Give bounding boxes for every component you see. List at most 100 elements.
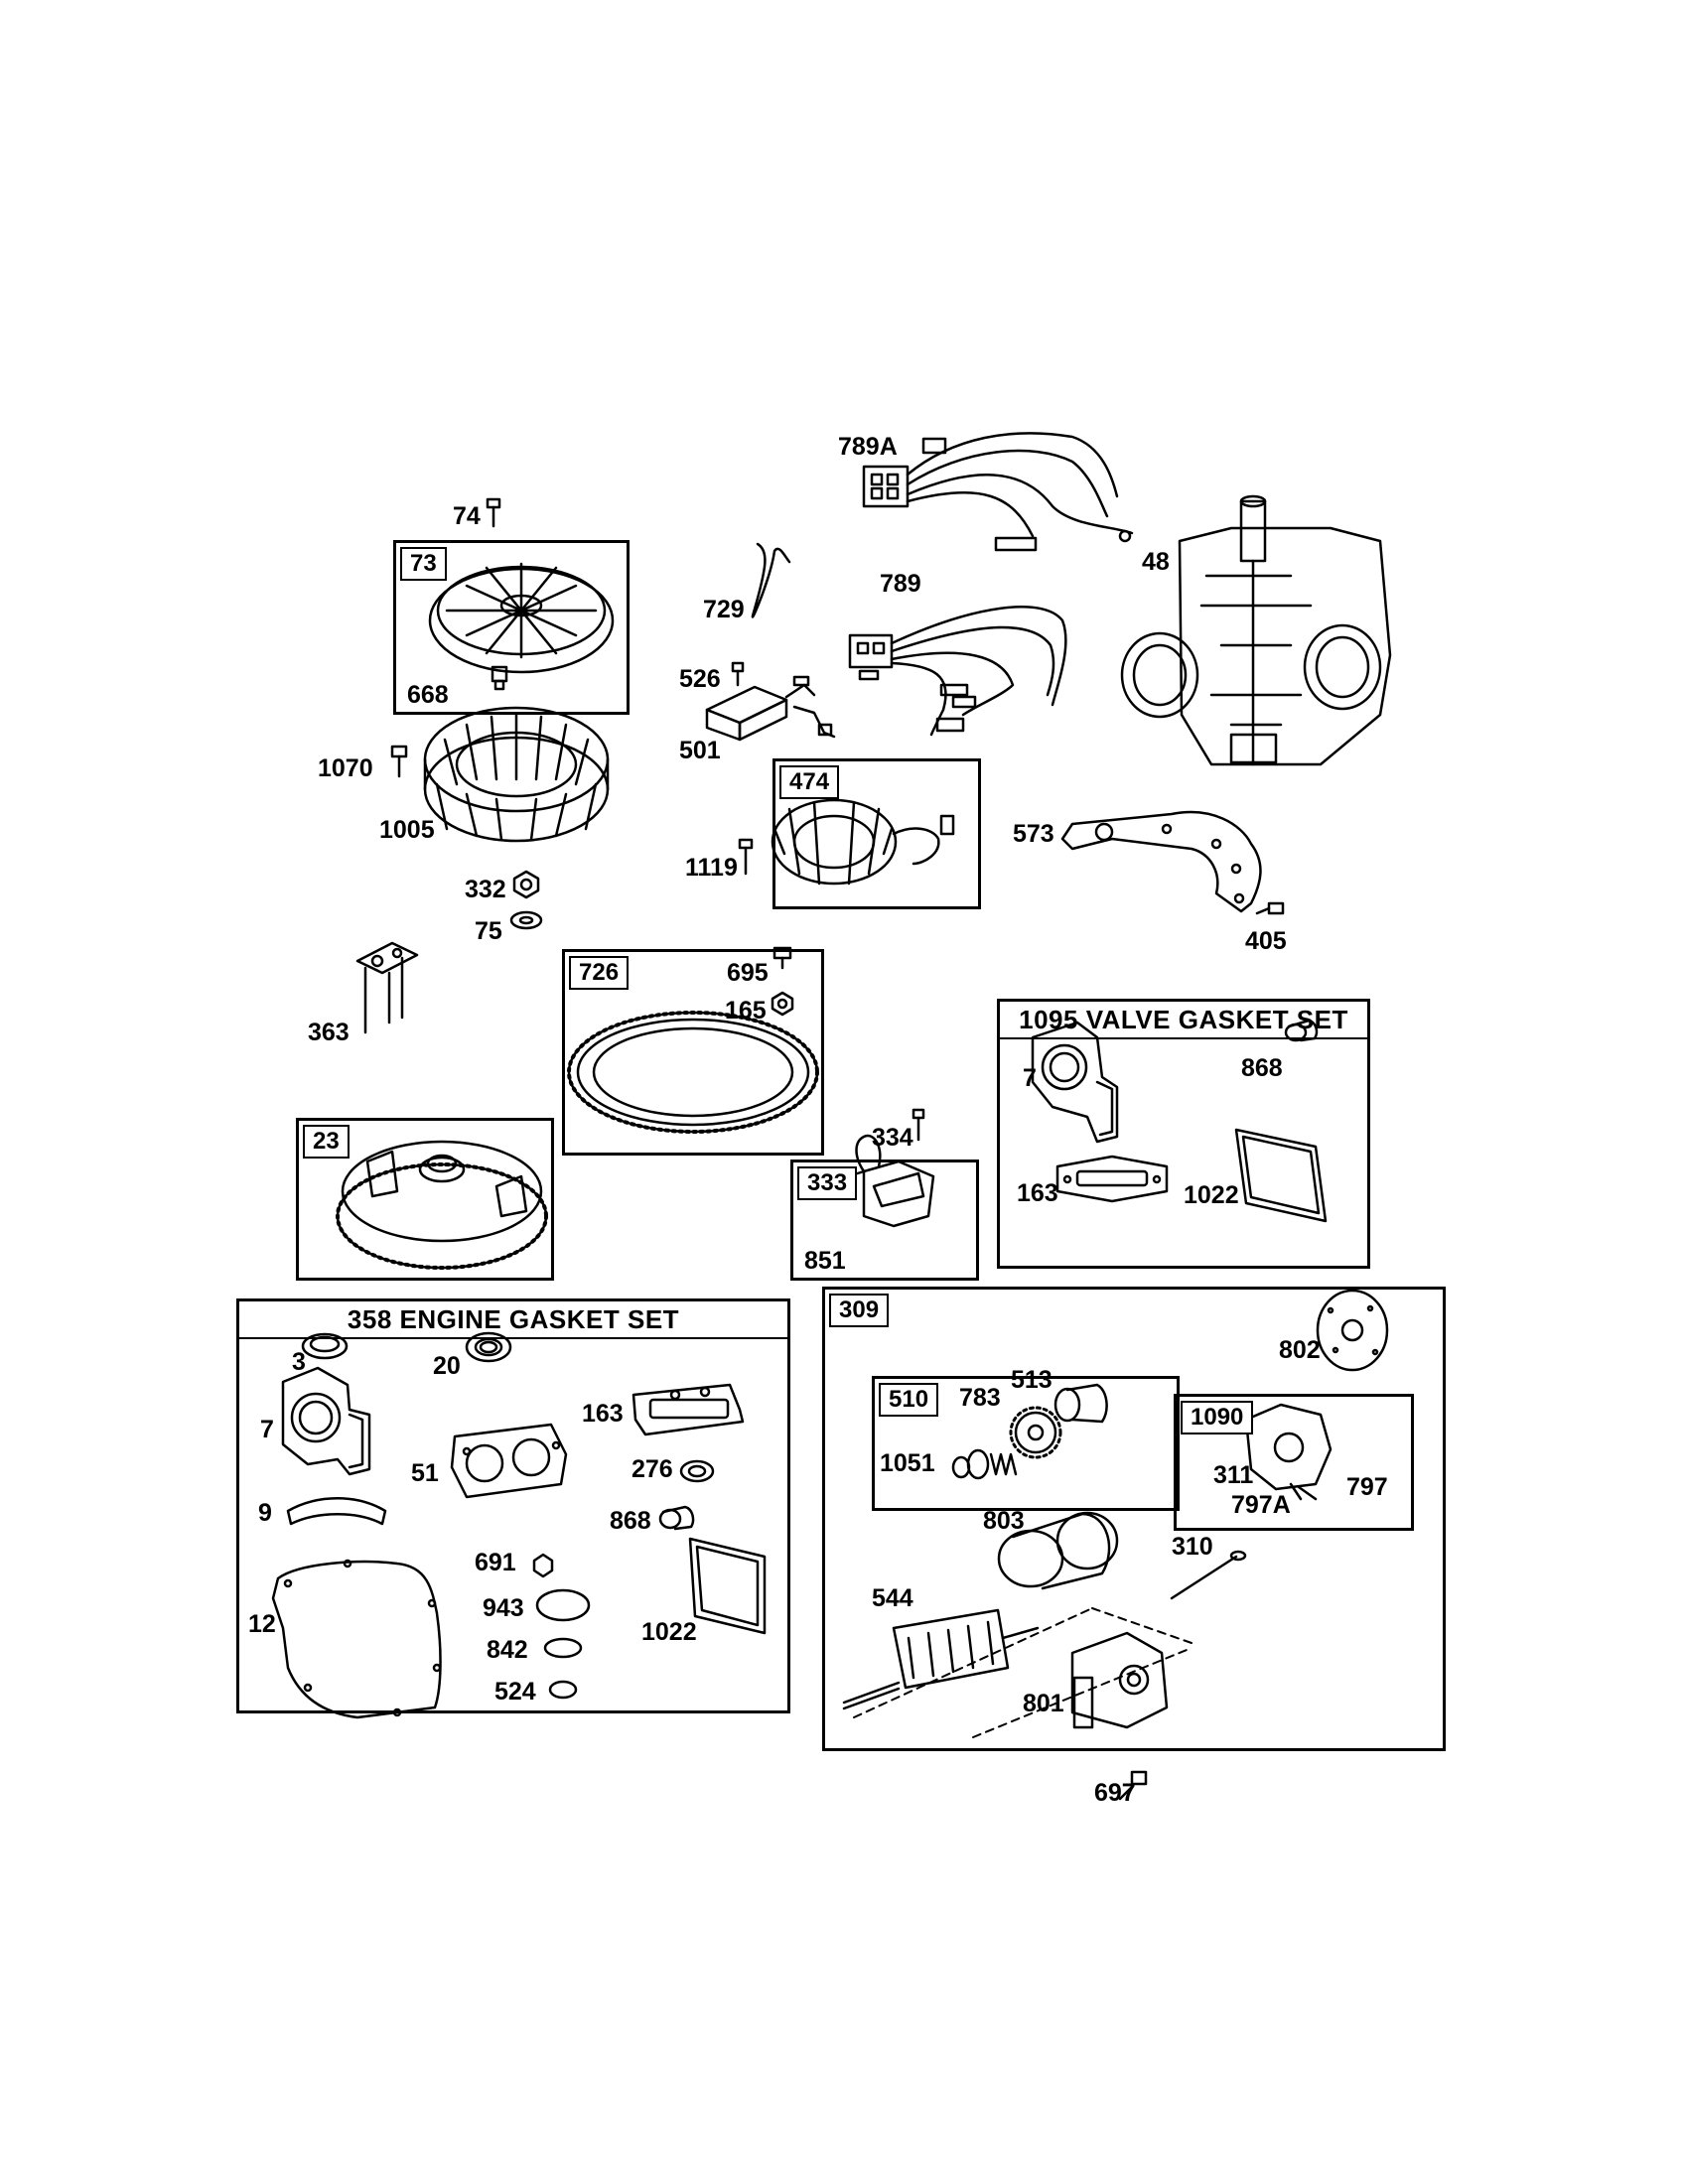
gasket-1022-engine-icon xyxy=(688,1537,767,1635)
screw-74-icon xyxy=(486,497,501,528)
callout-starter-802: 802 xyxy=(1279,1336,1321,1364)
screw-526-icon xyxy=(731,661,745,687)
washer-276-icon xyxy=(679,1459,715,1483)
callout-1119: 1119 xyxy=(685,854,738,882)
box-1090: 1090 xyxy=(1174,1394,1414,1531)
oring-524-icon xyxy=(548,1680,578,1700)
callout-851: 851 xyxy=(804,1247,846,1275)
callout-starter-1051: 1051 xyxy=(880,1449,935,1477)
callout-165: 165 xyxy=(725,997,767,1024)
end-cap-801-icon xyxy=(1070,1631,1169,1729)
pinion-513-icon xyxy=(1053,1383,1108,1424)
gasket-12-icon xyxy=(271,1559,442,1719)
box-358-title: 358 ENGINE GASKET SET xyxy=(239,1301,787,1339)
callout-starter-310: 310 xyxy=(1172,1533,1213,1561)
box-510: 510 xyxy=(872,1376,1180,1511)
callout-74: 74 xyxy=(453,502,481,530)
seal-20-icon xyxy=(465,1331,512,1363)
fan-1005-icon xyxy=(423,706,610,843)
screw-334-icon xyxy=(912,1108,925,1142)
gasket-1022-valve-icon xyxy=(1234,1128,1328,1223)
callout-valve-868: 868 xyxy=(1241,1054,1283,1082)
bracket-363-icon xyxy=(355,941,419,1034)
callout-1005: 1005 xyxy=(379,816,435,844)
engine-block-48-icon xyxy=(1120,494,1392,766)
callout-gasket-20: 20 xyxy=(433,1352,461,1380)
gasket-9-icon xyxy=(286,1497,387,1526)
screw-405-icon xyxy=(1255,901,1285,915)
callout-729: 729 xyxy=(703,596,745,623)
callout-332: 332 xyxy=(465,876,506,903)
cover-802-icon xyxy=(1316,1289,1389,1372)
box-474: 474 xyxy=(772,758,981,909)
callout-gasket-51: 51 xyxy=(411,1459,439,1487)
frame-803-icon xyxy=(997,1511,1119,1590)
clip-729-icon xyxy=(751,542,791,618)
box-23-tag: 23 xyxy=(303,1125,350,1159)
callout-75: 75 xyxy=(475,917,502,945)
bracket-573-icon xyxy=(1060,810,1262,913)
callout-gasket-868: 868 xyxy=(610,1507,651,1535)
callout-gasket-9: 9 xyxy=(258,1499,272,1527)
callout-starter-544: 544 xyxy=(872,1584,913,1612)
bolt-310-icon xyxy=(1170,1550,1247,1600)
box-726: 726 xyxy=(562,949,824,1156)
callout-gasket-842: 842 xyxy=(487,1636,528,1664)
callout-363: 363 xyxy=(308,1019,350,1046)
box-23: 23 xyxy=(296,1118,554,1281)
callout-gasket-12: 12 xyxy=(248,1610,276,1638)
box-1095-valve-gasket-set: 1095 VALVE GASKET SET xyxy=(997,999,1370,1269)
box-726-tag: 726 xyxy=(569,956,630,990)
bolt-1070-icon xyxy=(390,745,408,778)
callout-405: 405 xyxy=(1245,927,1287,955)
callout-gasket-691: 691 xyxy=(475,1549,516,1576)
callout-gasket-3: 3 xyxy=(292,1348,306,1376)
callout-gasket-7: 7 xyxy=(260,1416,274,1443)
callout-789A: 789A xyxy=(838,433,898,461)
brush-holder-1090-icon xyxy=(1244,1403,1333,1501)
callout-starter-803: 803 xyxy=(983,1507,1025,1535)
gasket-7-engine-icon xyxy=(281,1366,371,1476)
armature-544-icon xyxy=(842,1608,1040,1710)
nut-332-icon xyxy=(512,870,540,899)
callout-697: 697 xyxy=(1094,1779,1136,1807)
screw-695-icon xyxy=(772,946,792,970)
nut-691-icon xyxy=(532,1553,554,1578)
callout-starter-797A: 797A xyxy=(1231,1491,1291,1519)
callout-334: 334 xyxy=(872,1124,913,1152)
oring-842-icon xyxy=(543,1637,583,1659)
callout-valve-163: 163 xyxy=(1017,1179,1058,1207)
callout-starter-797: 797 xyxy=(1346,1473,1388,1501)
callout-starter-311: 311 xyxy=(1213,1461,1254,1489)
callout-gasket-524: 524 xyxy=(494,1678,536,1706)
oring-943-icon xyxy=(535,1588,591,1622)
washer-75-icon xyxy=(509,910,543,930)
harness-789-icon xyxy=(848,606,1067,737)
callout-starter-801: 801 xyxy=(1023,1690,1064,1717)
box-474-tag: 474 xyxy=(779,765,840,799)
box-358-engine-gasket-set: 358 ENGINE GASKET SET xyxy=(236,1298,790,1713)
callout-695: 695 xyxy=(727,959,769,987)
ring-gear-726-icon xyxy=(567,1011,819,1134)
callout-48: 48 xyxy=(1142,548,1170,576)
valve-head-gasket-icon xyxy=(1031,1021,1119,1144)
box-1095-title: 1095 VALVE GASKET SET xyxy=(1000,1002,1367,1039)
callout-gasket-276: 276 xyxy=(632,1455,673,1483)
screw-1119-icon xyxy=(738,838,754,876)
plug-868-engine-icon xyxy=(658,1505,695,1531)
gasket-163-valve-icon xyxy=(1055,1155,1169,1203)
callout-gasket-163: 163 xyxy=(582,1400,624,1428)
callout-501: 501 xyxy=(679,737,721,764)
gear-783-icon xyxy=(1009,1406,1062,1459)
callout-valve-1022: 1022 xyxy=(1184,1181,1239,1209)
harness-789A-icon xyxy=(862,432,1134,552)
spring-1051-icon xyxy=(951,1448,1018,1480)
box-73-tag: 73 xyxy=(400,547,447,581)
callout-gasket-1022: 1022 xyxy=(641,1618,697,1646)
gasket-51-icon xyxy=(450,1423,568,1499)
flywheel-23-icon xyxy=(336,1140,548,1270)
callout-starter-513: 513 xyxy=(1011,1366,1052,1394)
module-501-icon xyxy=(705,675,836,742)
